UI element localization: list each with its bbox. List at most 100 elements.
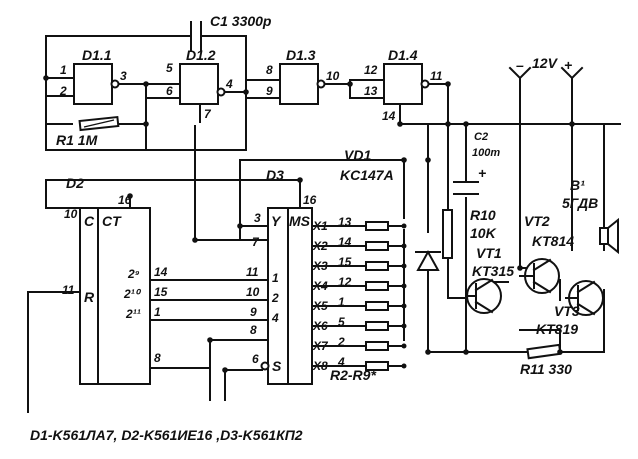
- zener-vd1: VD1 KC147A: [340, 147, 441, 271]
- junction-dot: [127, 193, 133, 199]
- supply-plus: +: [564, 57, 572, 73]
- gate-d1-2: D1.2 5 6 4 7: [166, 47, 233, 121]
- resistor-bank-element: [365, 341, 389, 351]
- gate-d1-3-pin9: 9: [266, 84, 273, 98]
- junction-dot: [192, 237, 198, 243]
- gate-d1-2-pin6: 6: [166, 84, 173, 98]
- gate-d1-2-label: D1.2: [186, 47, 216, 63]
- gate-d1-2-pin5: 5: [166, 61, 173, 75]
- resistor-bank-element: [365, 261, 389, 271]
- gate-d1-1-pin3: 3: [120, 69, 127, 83]
- junction-dot: [401, 363, 407, 369]
- chip-d2-out9: 2⁹: [127, 267, 140, 281]
- capacitor-c2-plus: +: [478, 165, 486, 181]
- speaker-ba1-value: 5ГДВ: [562, 195, 598, 211]
- transistor-vt3-value: KT819: [536, 321, 578, 337]
- resistors-r2-r9-label: R2-R9*: [330, 367, 376, 383]
- junction-dot: [43, 75, 49, 81]
- chip-d2-r-label: R: [84, 289, 95, 305]
- junction-dot: [401, 223, 407, 229]
- gate-d1-4-pin12: 12: [364, 63, 378, 77]
- chip-d3-input-pin: 4: [337, 355, 345, 369]
- resistor-bank-element: [365, 321, 389, 331]
- chip-d2-pin11: 11: [62, 283, 75, 297]
- transistor-vt1: VT1 KT315: [465, 245, 514, 314]
- junction-dot: [425, 157, 431, 163]
- chip-d3-pin10: 10: [246, 285, 260, 299]
- junction-dot: [347, 81, 353, 87]
- chip-d3-addr1: 1: [272, 271, 279, 285]
- chip-d2-pin10: 10: [64, 207, 78, 221]
- junction-dot: [445, 81, 451, 87]
- oscillator-wiring: [45, 35, 621, 151]
- transistor-vt1-label: VT1: [476, 245, 502, 261]
- resistor-r11-label: R11 330: [520, 361, 572, 377]
- junction-dot: [143, 121, 149, 127]
- chip-d3-input-pin: 2: [337, 335, 345, 349]
- capacitor-c1-label: C1 3300p: [210, 13, 272, 29]
- zener-vd1-value: KC147A: [340, 167, 394, 183]
- resistor-bank-element: [365, 241, 389, 251]
- chip-d3-pin9: 9: [250, 305, 257, 319]
- gate-d1-3-label: D1.3: [286, 47, 316, 63]
- chip-d2: D2 C CT R 10 16 11 2⁹ 2¹⁰ 2¹¹ 14 15 1 8: [62, 175, 168, 385]
- transistor-vt3-label: VT3: [554, 303, 580, 319]
- chip-d2-out10: 2¹⁰: [123, 287, 142, 301]
- capacitor-c1: C1 3300p: [190, 13, 272, 51]
- junction-dot: [401, 343, 407, 349]
- chip-d3-pin6: 6: [252, 352, 259, 366]
- chip-d3-input-pin: 5: [338, 315, 345, 329]
- gate-d1-1: D1.1 1 2 3: [59, 47, 127, 105]
- caption: D1-K561ЛА7, D2-K561ИЕ16 ,D3-K561КП2: [30, 427, 303, 443]
- chip-d3-pin11: 11: [246, 265, 259, 279]
- resistor-bank-element: [365, 281, 389, 291]
- chip-d2-out11: 2¹¹: [125, 307, 141, 321]
- chip-d2-pin1: 1: [154, 305, 161, 319]
- gate-d1-4: D1.4 12 13 11 14: [364, 47, 443, 123]
- gate-d1-3-pin8: 8: [266, 63, 273, 77]
- chip-d3-ms-label: MS: [289, 213, 311, 229]
- resistor-bank-element: [365, 361, 389, 371]
- chip-d3-y-label: Y: [271, 213, 282, 229]
- gate-d1-4-label: D1.4: [388, 47, 418, 63]
- chip-d2-c-label: C: [84, 213, 95, 229]
- junction-dot: [207, 337, 213, 343]
- supply-labels: – 12V +: [508, 55, 584, 80]
- transistor-vt2-label: VT2: [524, 213, 550, 229]
- resistor-bank-element: [365, 301, 389, 311]
- resistor-bank-element: [365, 221, 389, 231]
- transistor-vt3: VT3 KT819: [536, 280, 604, 337]
- chip-d3-pin3: 3: [254, 211, 261, 225]
- chip-d2-pin8: 8: [154, 351, 161, 365]
- capacitor-c2-label: C2: [474, 131, 488, 143]
- junction-dot: [463, 349, 469, 355]
- junction-dot: [297, 177, 303, 183]
- chip-d2-label: D2: [66, 175, 84, 191]
- resistor-r11: R11 330: [520, 343, 572, 377]
- junction-dot: [143, 81, 149, 87]
- transistor-vt2: VT2 KT814: [519, 213, 574, 294]
- resistor-r1: R1 1M: [56, 115, 120, 148]
- junction-dot: [425, 349, 431, 355]
- chip-d2-pin15: 15: [154, 285, 168, 299]
- capacitor-c2-value: 100m: [472, 147, 500, 159]
- gate-d1-4-pin14: 14: [382, 109, 396, 123]
- transistor-vt1-value: KT315: [472, 263, 514, 279]
- resistor-r10-label: R10: [470, 207, 496, 223]
- resistor-r10: R10 10K: [442, 207, 497, 259]
- chip-d3-addr2: 2: [271, 291, 279, 305]
- gate-d1-1-pin2: 2: [59, 84, 67, 98]
- zener-vd1-label: VD1: [344, 147, 371, 163]
- capacitor-c2: C2 100m +: [453, 131, 500, 195]
- junction-dot: [557, 349, 563, 355]
- junction-dot: [517, 265, 523, 271]
